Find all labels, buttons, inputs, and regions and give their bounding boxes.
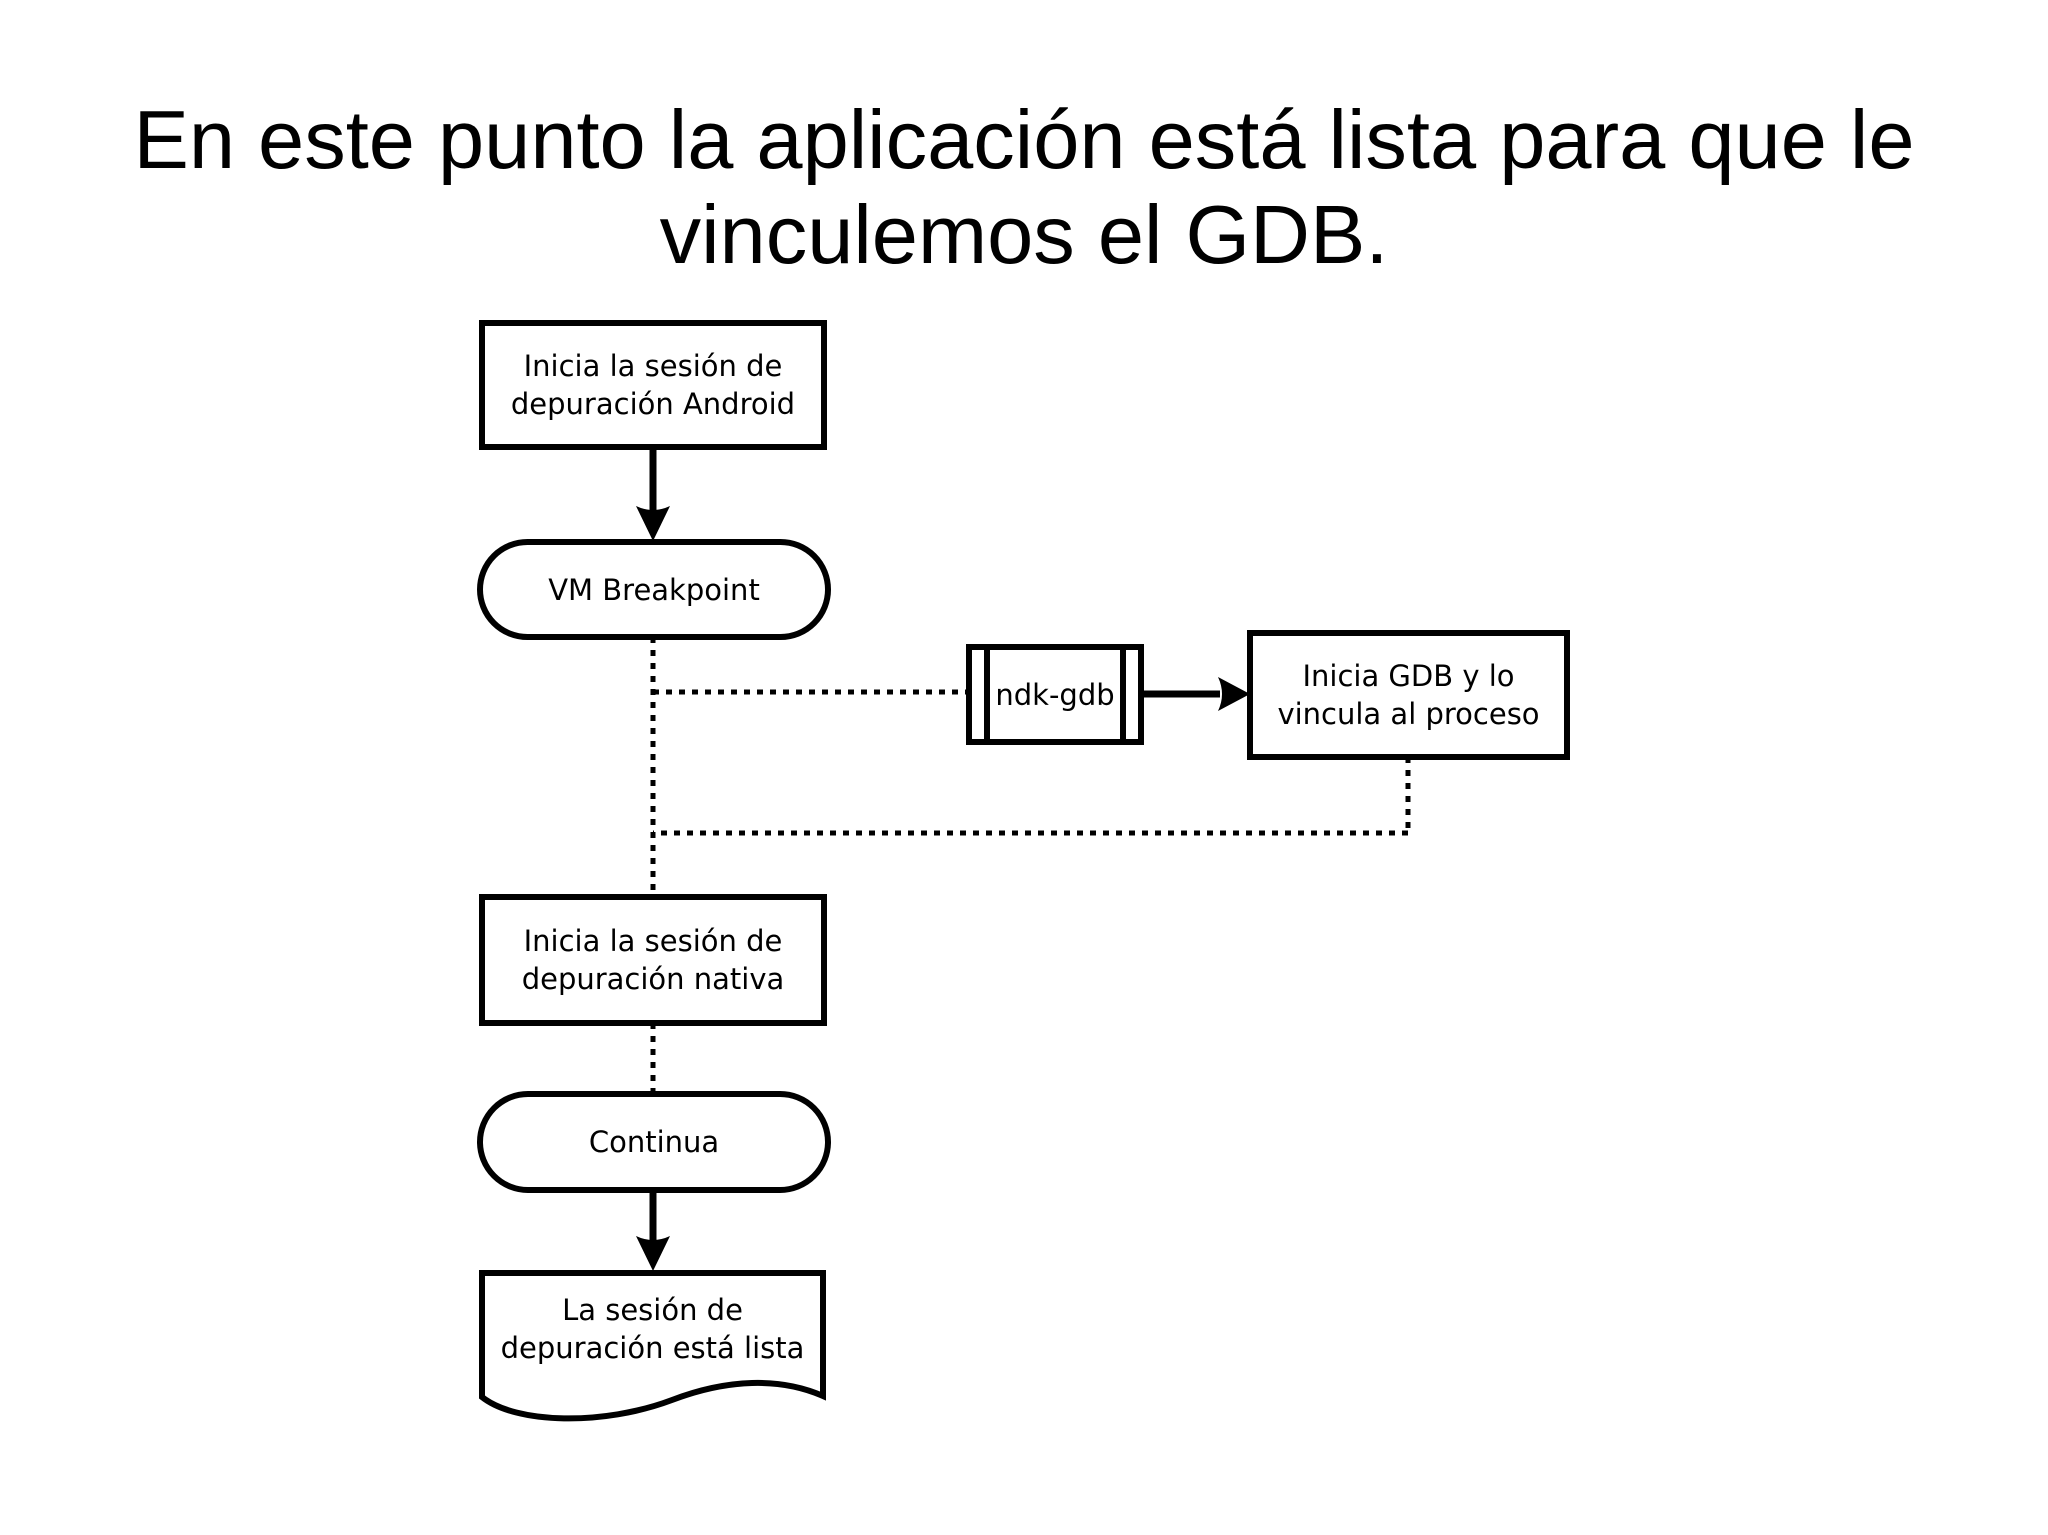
slide-title: En este punto la aplicación está lista p… <box>0 92 2048 282</box>
start-android-node-shape <box>479 320 827 450</box>
arrowhead-continua-to-ready <box>636 1236 670 1271</box>
arrowhead-start-to-vm <box>636 506 670 541</box>
vm-breakpoint-node-shape <box>477 539 831 640</box>
session-ready-node-shape <box>479 1270 826 1422</box>
native-session-node-shape <box>479 894 827 1026</box>
slide-title-line1: En este punto la aplicación está lista p… <box>133 93 1915 186</box>
arrowhead-ndkgdb-to-attach <box>1218 677 1250 711</box>
slide-title-line2: vinculemos el GDB. <box>659 188 1389 281</box>
ndk-gdb-node-shape <box>966 644 1144 745</box>
attach-gdb-node-shape <box>1247 630 1570 760</box>
continua-node-shape <box>477 1091 831 1193</box>
